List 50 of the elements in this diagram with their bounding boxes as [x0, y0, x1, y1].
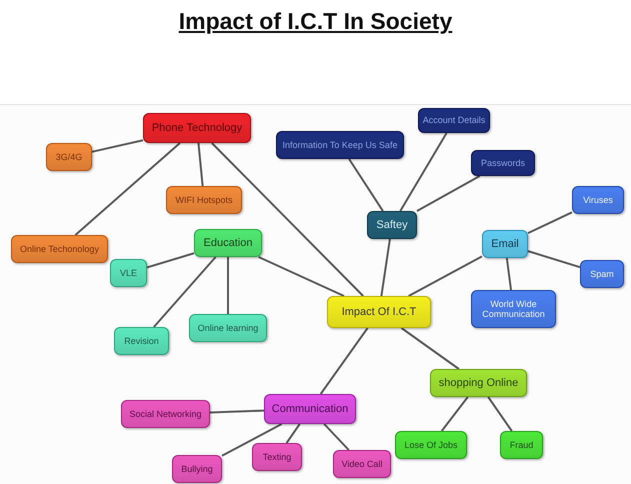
topic-box: Saftey: [367, 211, 417, 239]
connector-line: [211, 142, 364, 297]
connector-line: [323, 423, 350, 451]
subtopic-box: Social Networking: [121, 400, 210, 428]
subtopic-box: Lose Of Jobs: [395, 431, 467, 459]
subtopic-box: Information To Keep Us Safe: [276, 131, 404, 159]
subtopic-box: Fraud: [500, 431, 543, 459]
subtopic-box: Passwords: [471, 150, 535, 176]
subtopic-box: World Wide Communication: [471, 290, 556, 328]
diagram-title: Impact of I.C.T In Society: [178, 8, 454, 35]
connector-line: [348, 158, 384, 212]
connector-line: [487, 396, 513, 432]
connector-line: [528, 211, 572, 234]
connector-line: [416, 175, 480, 212]
connector-line: [146, 252, 194, 268]
connector-line: [153, 256, 216, 328]
connector-line: [222, 423, 282, 457]
subtopic-box: 3G/4G: [46, 143, 92, 171]
subtopic-box: Viruses: [572, 186, 624, 214]
subtopic-box: Bullying: [172, 455, 222, 483]
subtopic-box: Video Call: [333, 450, 391, 478]
connector-line: [227, 257, 229, 314]
central-topic-box: Impact Of I.C.T: [327, 296, 431, 328]
subtopic-box: Revision: [114, 327, 169, 355]
topic-box: shopping Online: [430, 369, 527, 397]
connector-line: [506, 258, 512, 290]
connector-line: [320, 327, 368, 395]
connector-line: [286, 423, 301, 444]
subtopic-box: Online Techonology: [11, 235, 108, 263]
subtopic-box: Texting: [252, 443, 302, 471]
connector-line: [528, 250, 580, 268]
subtopic-box: WIFI Hotspots: [166, 186, 242, 214]
topic-box: Email: [482, 230, 528, 258]
connector-line: [197, 142, 204, 186]
topic-box: Communication: [264, 394, 356, 424]
connector-line: [408, 256, 482, 297]
topic-box: Phone Technology: [143, 113, 251, 143]
subtopic-box: Online learning: [189, 314, 267, 342]
subtopic-box: VLE: [110, 259, 147, 287]
topic-box: Education: [194, 229, 262, 257]
connector-line: [399, 132, 448, 212]
subtopic-box: Account Details: [418, 108, 490, 133]
connector-line: [258, 256, 344, 297]
subtopic-box: Spam: [580, 260, 624, 288]
connector-line: [210, 410, 264, 414]
connector-line: [380, 238, 391, 296]
connector-line: [400, 327, 460, 370]
connector-line: [74, 142, 181, 236]
connector-line: [92, 139, 144, 153]
connector-line: [440, 396, 469, 432]
